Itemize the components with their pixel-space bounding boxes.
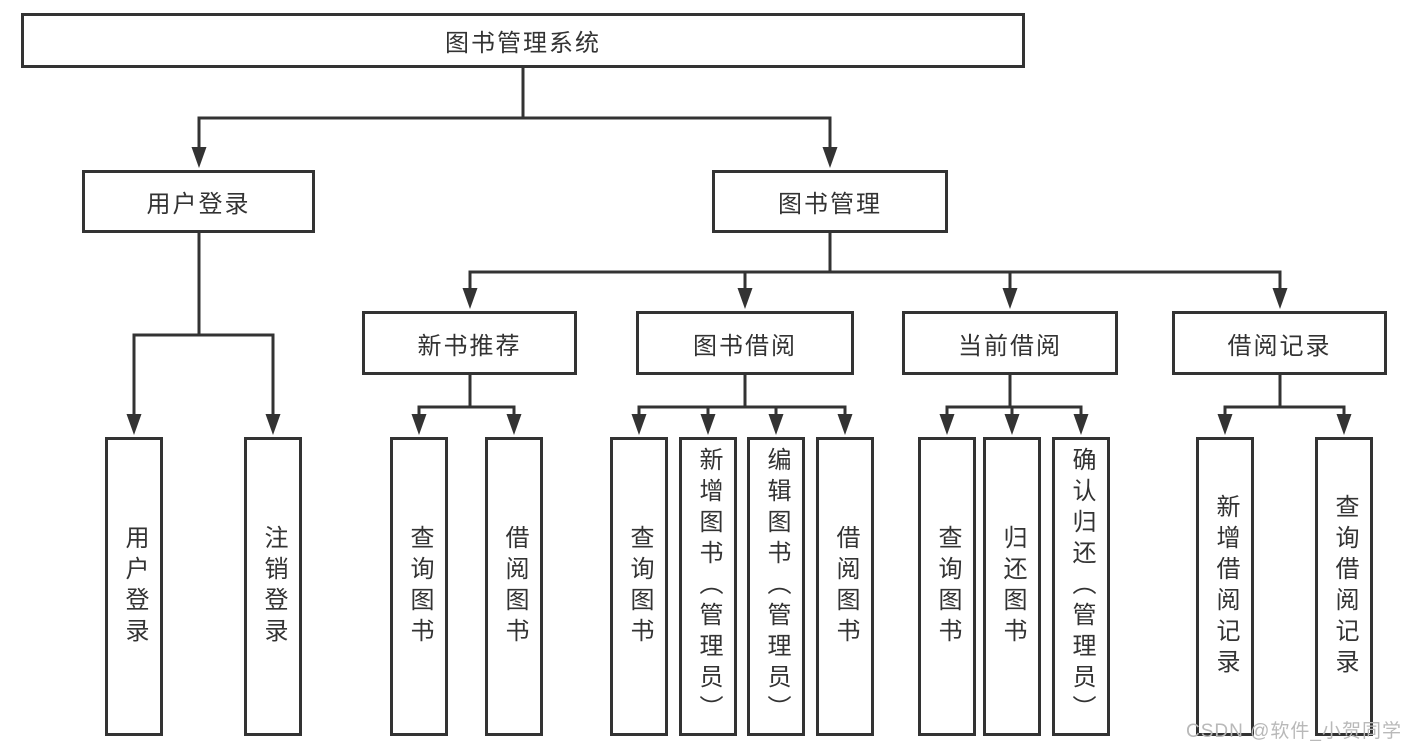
- node-query-borrow-record: 查询借阅记录: [1315, 437, 1373, 736]
- node-query-books: 查询图书: [918, 437, 976, 736]
- node-new-book-recommendation: 新书推荐: [362, 311, 577, 375]
- arrowheads: [126, 147, 1352, 435]
- node-add-borrow-record: 新增借阅记录: [1196, 437, 1254, 736]
- node-user-login-leaf: 用户登录: [105, 437, 163, 736]
- node-edit-books-admin: 编辑图书（管理员）: [747, 437, 805, 736]
- node-borrow-books: 借阅图书: [485, 437, 543, 736]
- node-current-borrowing: 当前借阅: [902, 311, 1118, 375]
- node-add-books-admin: 新增图书（管理员）: [679, 437, 737, 736]
- connector-segments: [132, 68, 1346, 416]
- node-user-login: 用户登录: [82, 170, 315, 233]
- node-query-books: 查询图书: [390, 437, 448, 736]
- node-confirm-return-admin: 确认归还（管理员）: [1052, 437, 1110, 736]
- node-borrowing-records: 借阅记录: [1172, 311, 1387, 375]
- node-borrow-books: 借阅图书: [816, 437, 874, 736]
- node-book-borrowing: 图书借阅: [636, 311, 854, 375]
- node-query-books: 查询图书: [610, 437, 668, 736]
- node-library-system: 图书管理系统: [21, 13, 1025, 68]
- node-return-books: 归还图书: [983, 437, 1041, 736]
- watermark: CSDN @软件_小贺同学: [1186, 721, 1402, 742]
- node-logout-leaf: 注销登录: [244, 437, 302, 736]
- node-book-management: 图书管理: [712, 170, 948, 233]
